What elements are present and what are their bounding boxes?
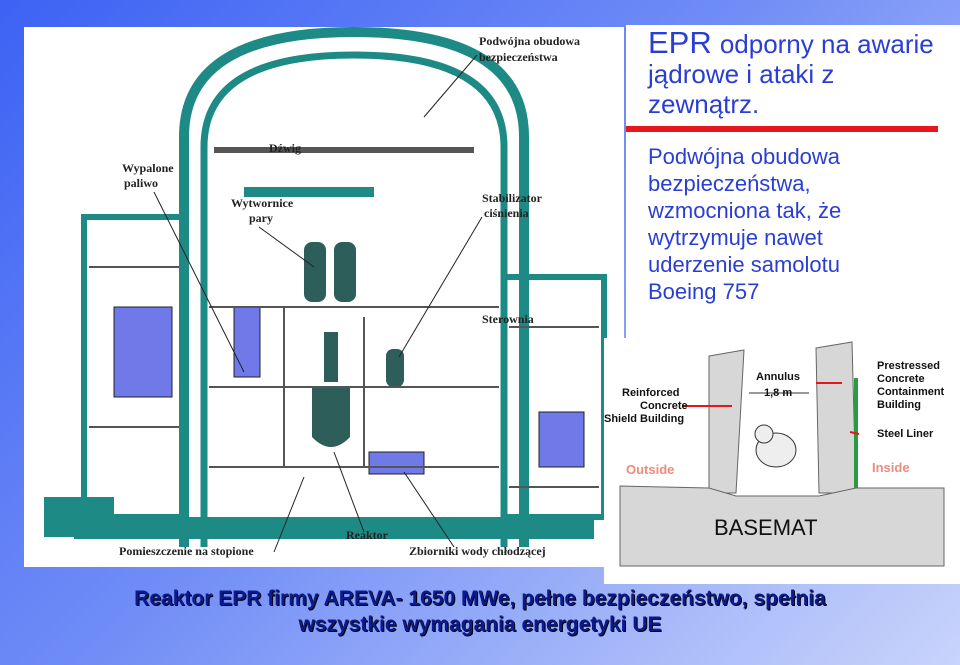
outer-containment bbox=[179, 27, 529, 547]
slide-title: EPR odporny na awarie jądrowe i ataki z … bbox=[648, 25, 948, 119]
label-annulus-width: 1,8 m bbox=[764, 387, 792, 399]
reactor-vessel bbox=[312, 387, 350, 447]
text-panel: EPR odporny na awarie jądrowe i ataki z … bbox=[626, 25, 960, 338]
steam-generator bbox=[304, 242, 326, 302]
slide-caption: Reaktor EPR firmy AREVA- 1650 MWe, pełne… bbox=[20, 586, 940, 638]
label-reactor: Reaktor bbox=[346, 528, 389, 542]
label-steel-liner: Steel Liner bbox=[877, 428, 934, 440]
title-epr: EPR bbox=[648, 25, 712, 60]
label-outside: Outside bbox=[626, 462, 674, 477]
containment-wall bbox=[815, 341, 857, 494]
steam-generator bbox=[334, 242, 356, 302]
cooling-water-tank bbox=[368, 451, 425, 475]
label-basemat: BASEMAT bbox=[714, 515, 818, 540]
caption-text: Reaktor EPR firmy AREVA- 1650 MWe, pełne… bbox=[134, 587, 826, 636]
label-core-catcher: Pomieszczenie na stopione bbox=[119, 544, 254, 558]
label-inside: Inside bbox=[872, 460, 910, 475]
basemat bbox=[619, 485, 945, 567]
accent-line bbox=[626, 126, 938, 132]
fuel-pool bbox=[113, 306, 173, 398]
inner-containment bbox=[200, 51, 508, 547]
fuel-building bbox=[81, 214, 187, 520]
shield-wall bbox=[708, 349, 745, 494]
title-rest: odporny na awarie jądrowe i ataki z zewn… bbox=[648, 29, 934, 119]
pressurizer bbox=[386, 349, 404, 387]
label-control-room: Sterownia bbox=[482, 312, 534, 326]
description-text: Podwójna obudowa bezpieczeństwa, wzmocni… bbox=[648, 144, 842, 304]
label-annulus: Annulus bbox=[756, 371, 800, 383]
label-cooling-tanks: Zbiorniki wody chłodzącej bbox=[409, 544, 546, 558]
base-slab bbox=[74, 517, 594, 539]
label-crane: Dźwig bbox=[269, 141, 301, 155]
